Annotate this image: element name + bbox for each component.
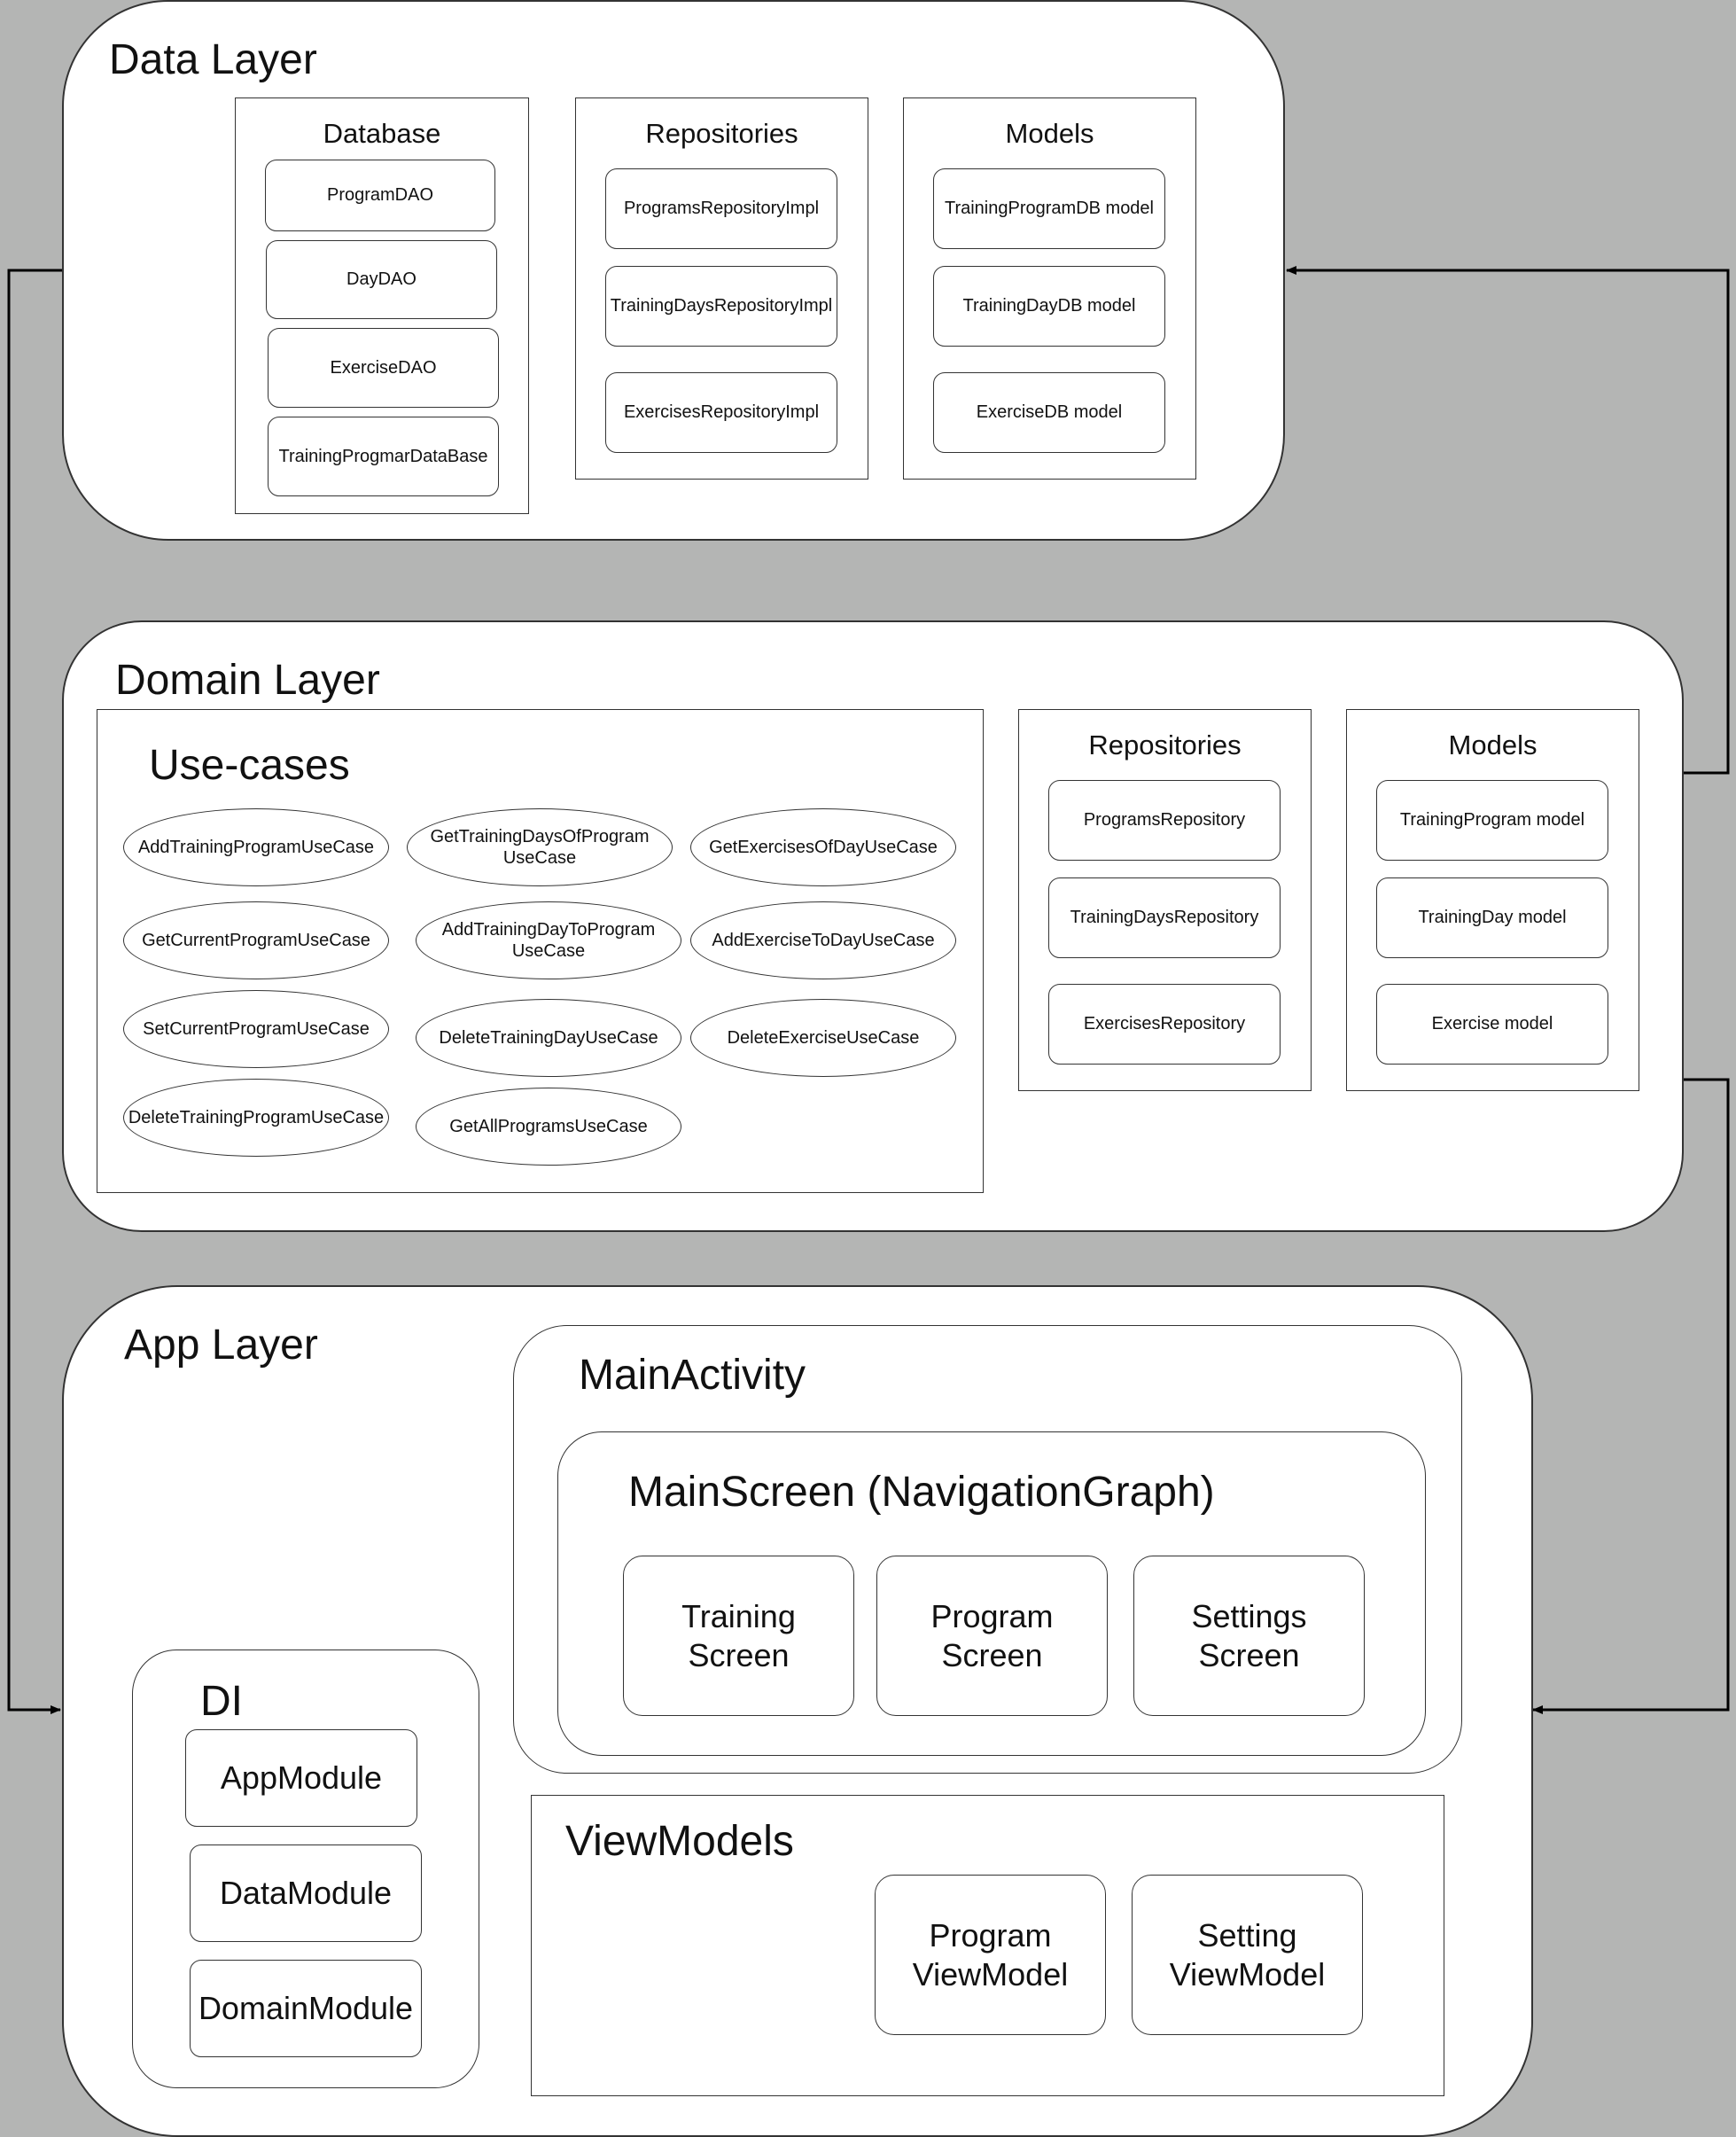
data-repositories-title: Repositories: [645, 118, 798, 149]
domain-repositories-title: Repositories: [1088, 729, 1242, 760]
setting-view-model-line1: Setting: [1197, 1917, 1297, 1954]
domain-to-data-arrow: [1286, 266, 1730, 775]
training-day-db-model: TrainingDayDB model: [933, 266, 1165, 347]
add-training-program-usecase: AddTrainingProgramUseCase: [123, 808, 389, 886]
add-training-day-to-program-usecase: AddTrainingDayToProgram UseCase: [416, 901, 681, 979]
di-title: DI: [200, 1678, 243, 1725]
training-days-repository-impl: TrainingDaysRepositoryImpl: [605, 266, 837, 347]
training-screen-line1: Training: [681, 1598, 796, 1635]
program-screen-line1: Program: [930, 1598, 1054, 1635]
programs-repository: ProgramsRepository: [1048, 780, 1281, 861]
training-database: TrainingProgmarDataBase: [268, 417, 499, 496]
get-training-days-of-program-usecase: GetTrainingDaysOfProgram UseCase: [407, 808, 673, 886]
get-current-program-usecase: GetCurrentProgramUseCase: [123, 901, 389, 979]
add-exercise-to-day-usecase: AddExerciseToDayUseCase: [690, 901, 956, 979]
main-activity-title: MainActivity: [579, 1352, 806, 1399]
data-to-app-arrow: [7, 269, 62, 1714]
settings-screen-line1: Settings: [1191, 1598, 1307, 1635]
exercises-repository-impl: ExercisesRepositoryImpl: [605, 372, 837, 453]
data-models-title: Models: [1005, 118, 1094, 149]
get-exercises-of-day-usecase: GetExercisesOfDayUseCase: [690, 808, 956, 886]
domain-module: DomainModule: [190, 1960, 422, 2057]
domain-to-app-arrow: [1532, 1078, 1730, 1714]
training-screen-line2: Screen: [688, 1636, 790, 1673]
setting-view-model-line2: ViewModel: [1169, 1955, 1326, 1993]
exercise-db-model: ExerciseDB model: [933, 372, 1165, 453]
settings-screen-line2: Screen: [1198, 1636, 1300, 1673]
day-dao: DayDAO: [266, 240, 497, 319]
exercise-model: Exercise model: [1376, 984, 1608, 1065]
delete-training-program-usecase: DeleteTrainingProgramUseCase: [123, 1079, 389, 1157]
app-module: AppModule: [185, 1729, 417, 1827]
training-program-db-model: TrainingProgramDB model: [933, 168, 1165, 249]
programs-repository-impl: ProgramsRepositoryImpl: [605, 168, 837, 249]
set-current-program-usecase: SetCurrentProgramUseCase: [123, 990, 389, 1068]
training-day-model: TrainingDay model: [1376, 877, 1608, 958]
program-dao: ProgramDAO: [265, 160, 495, 231]
view-models-title: ViewModels: [565, 1818, 794, 1865]
program-screen-line2: Screen: [941, 1636, 1043, 1673]
training-program-model: TrainingProgram model: [1376, 780, 1608, 861]
usecases-title: Use-cases: [149, 742, 350, 789]
domain-layer-title: Domain Layer: [115, 657, 380, 704]
data-layer-title: Data Layer: [109, 36, 317, 83]
exercises-repository: ExercisesRepository: [1048, 984, 1281, 1065]
exercise-dao: ExerciseDAO: [268, 328, 499, 408]
main-screen-title: MainScreen (NavigationGraph): [628, 1469, 1215, 1516]
training-days-repository: TrainingDaysRepository: [1048, 877, 1281, 958]
delete-training-day-usecase: DeleteTrainingDayUseCase: [416, 999, 681, 1077]
program-view-model-line2: ViewModel: [912, 1955, 1069, 1993]
app-layer-title: App Layer: [124, 1322, 318, 1369]
database-title: Database: [323, 118, 441, 149]
program-view-model-line1: Program: [929, 1917, 1052, 1954]
get-all-programs-usecase: GetAllProgramsUseCase: [416, 1088, 681, 1166]
data-module: DataModule: [190, 1845, 422, 1942]
domain-models-title: Models: [1448, 729, 1537, 760]
delete-exercise-usecase: DeleteExerciseUseCase: [690, 999, 956, 1077]
